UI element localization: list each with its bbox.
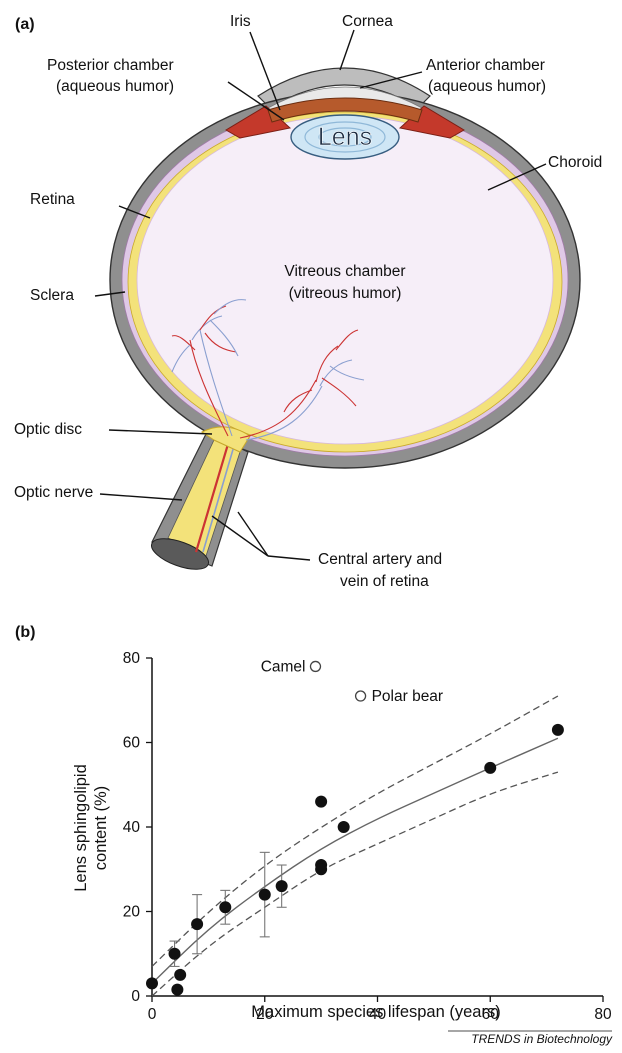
data-point	[338, 821, 350, 833]
label-optic-nerve: Optic nerve	[14, 484, 93, 501]
label-vitreous-2: (vitreous humor)	[289, 285, 402, 302]
label-iris: Iris	[230, 13, 251, 30]
data-point	[315, 796, 327, 808]
label-choroid: Choroid	[548, 154, 602, 171]
data-point	[552, 724, 564, 736]
y-tick-label: 80	[123, 650, 141, 667]
data-point	[146, 977, 158, 989]
y-tick-label: 60	[123, 735, 141, 752]
label-cornea: Cornea	[342, 13, 393, 30]
label-sclera: Sclera	[30, 287, 74, 304]
label-artery-2: vein of retina	[340, 573, 429, 590]
label-artery-1: Central artery and	[318, 551, 442, 568]
y-tick-label: 0	[131, 988, 140, 1005]
data-point	[219, 901, 231, 913]
x-tick-label: 80	[594, 1006, 612, 1023]
panel-b-tag: (b)	[15, 624, 35, 641]
data-point	[169, 948, 181, 960]
y-axis-title-line-1: Lens sphingolipid	[72, 764, 90, 892]
label-retina: Retina	[30, 191, 75, 208]
outlier-label: Polar bear	[372, 688, 444, 705]
panel-a-tag: (a)	[15, 16, 35, 33]
label-posterior-1: Posterior chamber	[47, 57, 174, 74]
label-anterior-1: Anterior chamber	[426, 57, 545, 74]
label-anterior-2: (aqueous humor)	[428, 78, 546, 95]
data-point	[171, 984, 183, 996]
x-tick-label: 20	[256, 1006, 274, 1023]
x-tick-label: 60	[482, 1006, 500, 1023]
sphingolipid-chart: Maximum species lifespan (years) Lens sp…	[72, 650, 612, 1023]
label-vitreous-1: Vitreous chamber	[284, 263, 405, 280]
publisher-credit: TRENDS in Biotechnology	[471, 1032, 613, 1046]
data-point	[484, 762, 496, 774]
data-point	[191, 918, 203, 930]
outlier-point	[356, 691, 366, 701]
confidence-lower-line	[152, 772, 558, 996]
y-tick-label: 20	[123, 904, 141, 921]
y-axis-title-line-2: content (%)	[92, 786, 110, 870]
x-tick-label: 0	[148, 1006, 157, 1023]
lens-label: Lens	[318, 123, 372, 151]
data-point	[315, 863, 327, 875]
y-tick-label: 40	[123, 819, 141, 836]
label-optic-disc: Optic disc	[14, 421, 82, 438]
outlier-label: Camel	[261, 658, 306, 675]
label-posterior-2: (aqueous humor)	[56, 78, 174, 95]
outlier-point	[310, 661, 320, 671]
data-point	[174, 969, 186, 981]
fit-line	[152, 738, 558, 983]
x-tick-label: 40	[369, 1006, 387, 1023]
data-point	[276, 880, 288, 892]
data-point	[259, 889, 271, 901]
